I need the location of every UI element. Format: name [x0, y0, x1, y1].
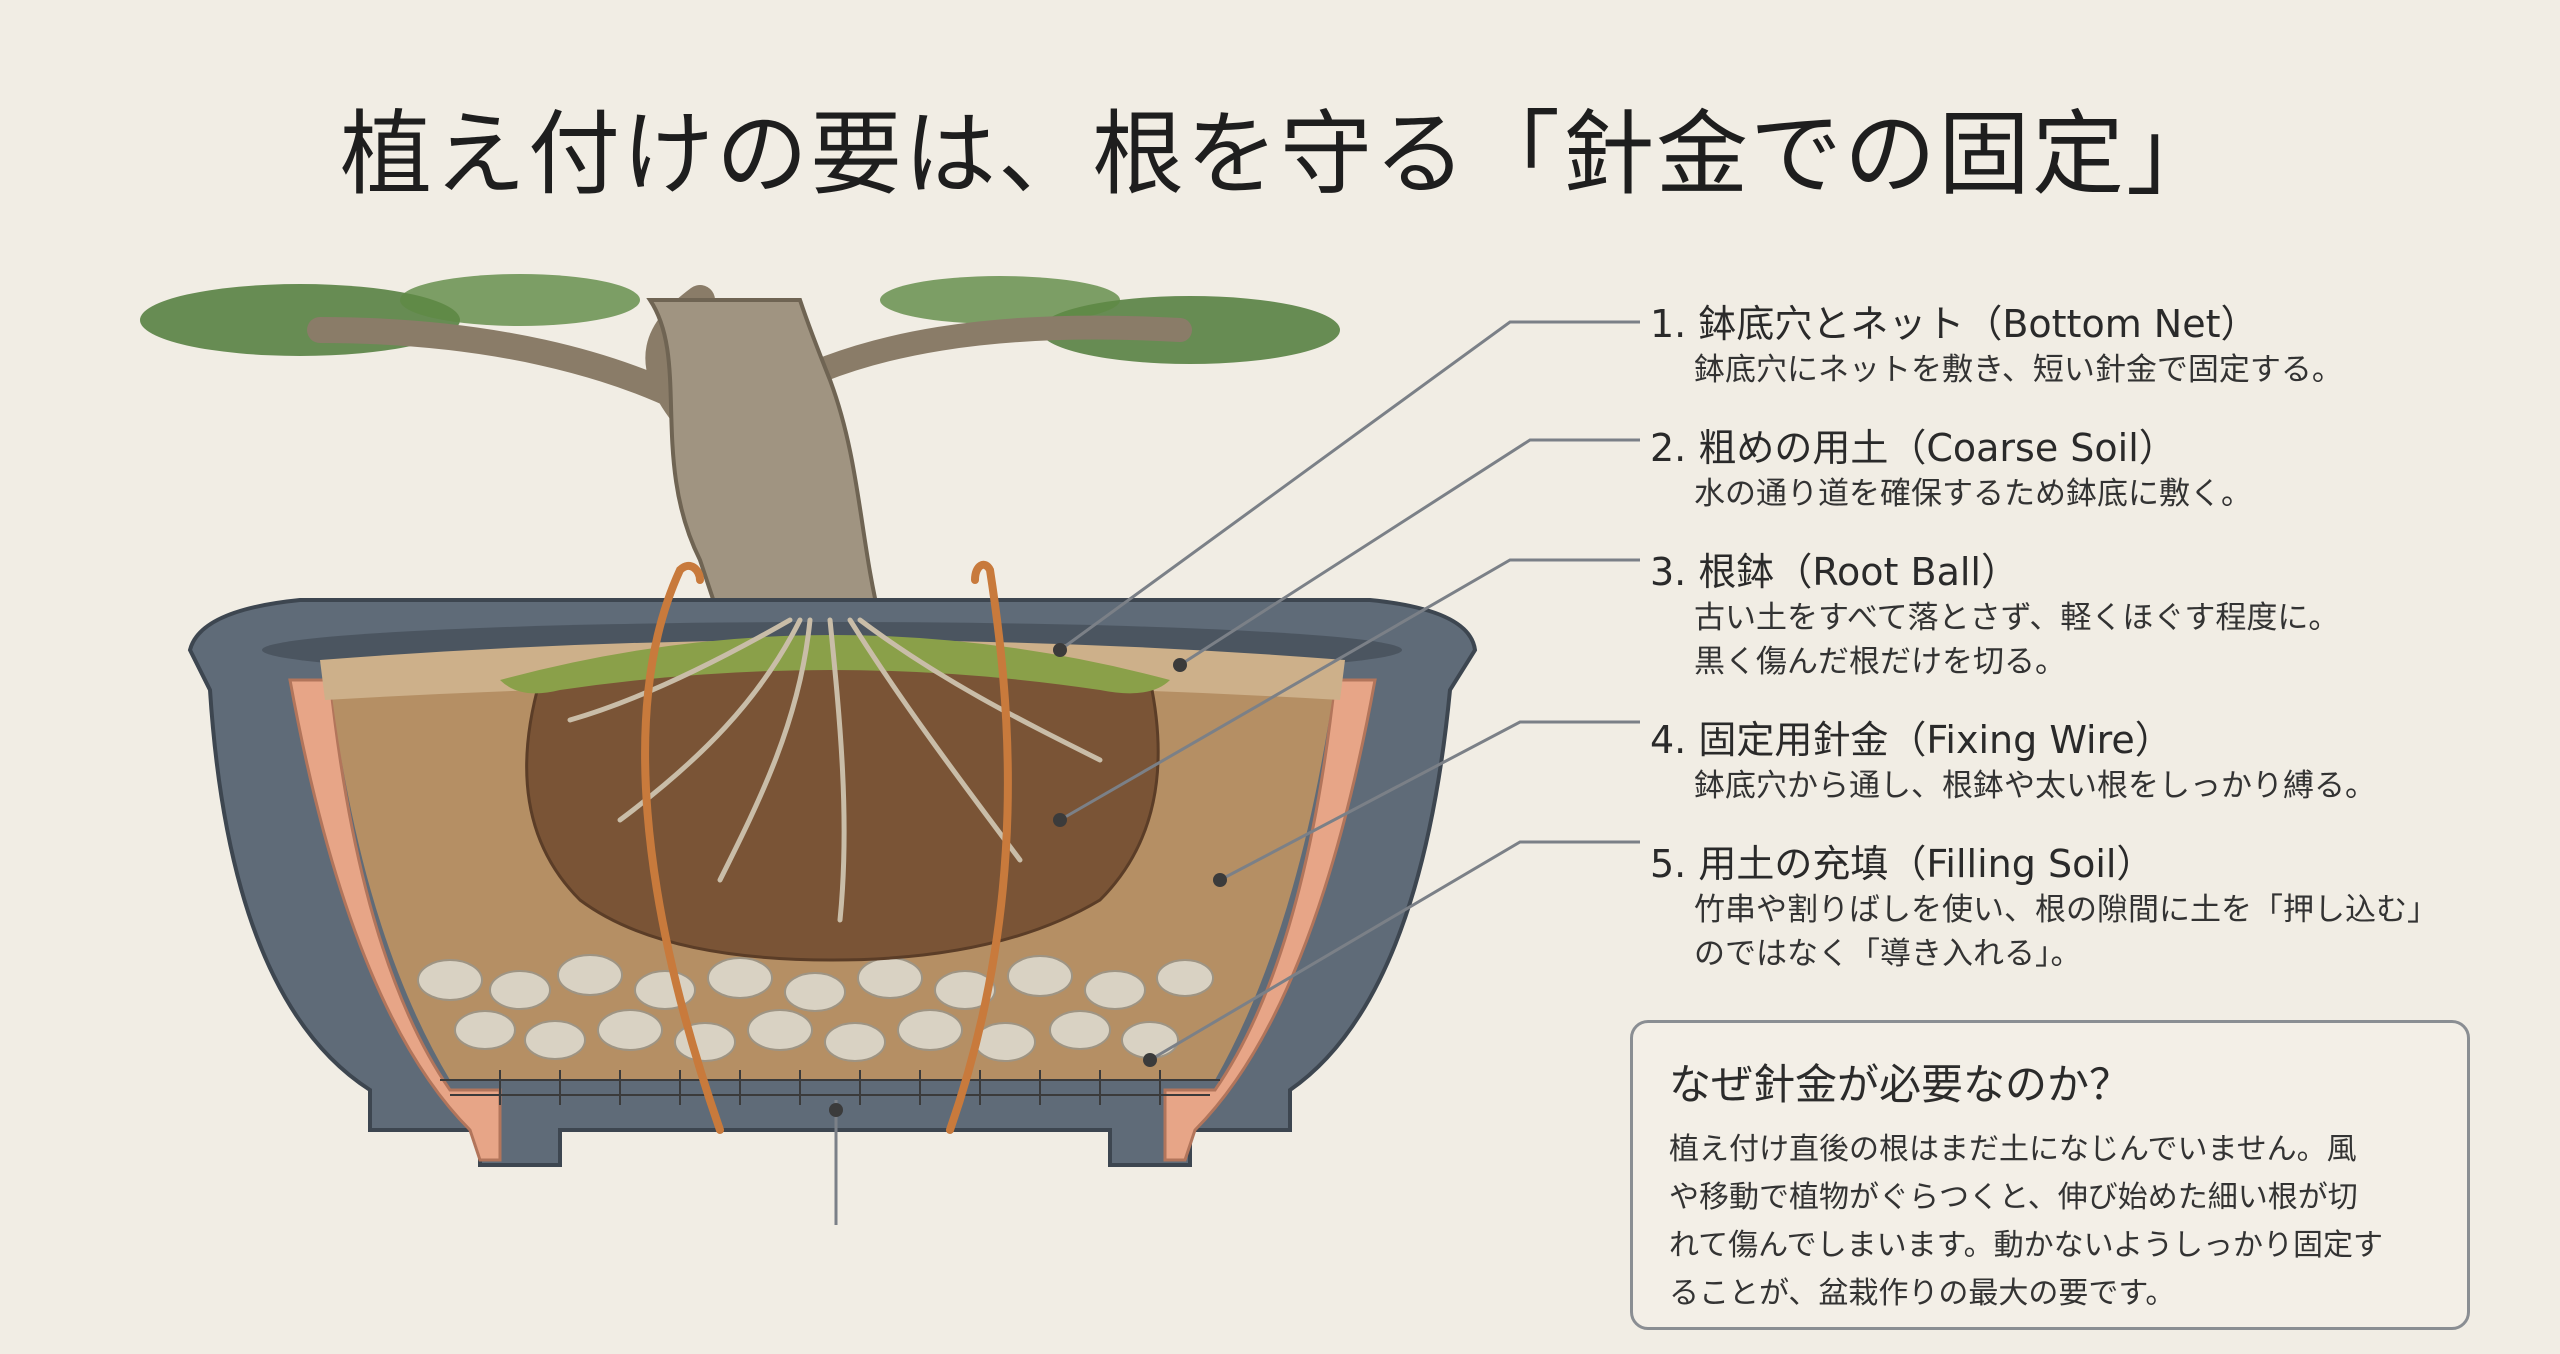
- note-line: ることが、盆栽作りの最大の要です。: [1669, 1276, 2176, 1311]
- note-title: なぜ針金が必要なのか？: [1669, 1060, 2132, 1109]
- leader-line-4: [1219, 720, 1640, 882]
- callout-heading: 4. 固定用針金（Fixing Wire）: [1650, 718, 2173, 762]
- callout-text: 竹串や割りばしを使い、根の隙間に土を「押し込む」: [1694, 892, 2438, 928]
- roots: [567, 617, 1103, 923]
- note-line: れて傷んでしまいます。動かないようしっかり固定す: [1669, 1228, 2383, 1263]
- callout-text: 黒く傷んだ根だけを切る。: [1694, 644, 2066, 680]
- callout-text: 鉢底穴にネットを敷き、短い針金で固定する。: [1694, 352, 2343, 388]
- callout-heading: 2. 粗めの用土（Coarse Soil）: [1650, 426, 2177, 470]
- bottom-net: [440, 1070, 1220, 1105]
- leader-dots: [829, 643, 1227, 1117]
- callout-heading: 3. 根鉢（Root Ball）: [1650, 550, 2019, 594]
- page-title: 植え付けの要は、根を守る「針金での固定」: [339, 101, 2220, 208]
- callout-fixing-wire: 4. 固定用針金（Fixing Wire） 鉢底穴から通し、根鉢や太い根をしっか…: [1650, 716, 2530, 808]
- callout-text: のではなく「導き入れる」。: [1694, 936, 2082, 972]
- leader-line-3: [1059, 558, 1640, 822]
- note-line: や移動で植物がぐらつくと、伸び始めた細い根が切: [1669, 1180, 2358, 1215]
- coarse-soil-stones: [417, 954, 1214, 1062]
- trunk: [646, 298, 883, 622]
- callout-bottom-net: 1. 鉢底穴とネット（Bottom Net） 鉢底穴にネットを敷き、短い針金で固…: [1650, 300, 2530, 392]
- leader-line-2: [1179, 438, 1640, 667]
- leader-line-1: [1059, 320, 1640, 652]
- callout-filling-soil: 5. 用土の充填（Filling Soil） 竹串や割りばしを使い、根の隙間に土…: [1650, 840, 2530, 976]
- note-body: 植え付け直後の根はまだ土になじんでいません。風 や移動で植物がぐらつくと、伸び始…: [1669, 1126, 2431, 1318]
- callout-coarse-soil: 2. 粗めの用土（Coarse Soil） 水の通り道を確保するため鉢底に敷く。: [1650, 424, 2530, 516]
- callout-leader-lines: [1059, 320, 1640, 1062]
- callout-text: 水の通り道を確保するため鉢底に敷く。: [1694, 476, 2252, 512]
- callout-list: 1. 鉢底穴とネット（Bottom Net） 鉢底穴にネットを敷き、短い針金で固…: [1650, 300, 2530, 1008]
- pot-cut-wall-right: [1163, 678, 1377, 1162]
- fixing-wire: [641, 560, 1012, 1134]
- leader-line-5: [1149, 840, 1640, 1062]
- callout-root-ball: 3. 根鉢（Root Ball） 古い土をすべて落とさず、軽くほぐす程度に。 黒…: [1650, 548, 2530, 684]
- callout-text: 古い土をすべて落とさず、軽くほぐす程度に。: [1694, 600, 2340, 636]
- note-line: 植え付け直後の根はまだ土になじんでいません。風: [1669, 1132, 2357, 1167]
- callout-heading: 5. 用土の充填（Filling Soil）: [1650, 842, 2155, 886]
- why-wire-note-box: なぜ針金が必要なのか？ 植え付け直後の根はまだ土になじんでいません。風 や移動で…: [1630, 1020, 2470, 1330]
- callout-heading: 1. 鉢底穴とネット（Bottom Net）: [1650, 302, 2259, 346]
- callout-text: 鉢底穴から通し、根鉢や太い根をしっかり縛る。: [1694, 768, 2376, 804]
- pot-cut-wall-left: [288, 678, 502, 1162]
